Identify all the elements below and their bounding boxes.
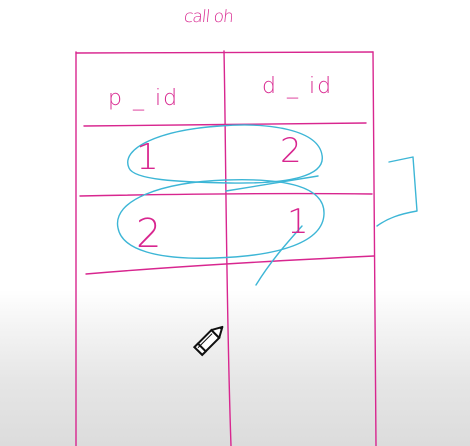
highlight-tail-stroke <box>255 225 303 286</box>
side-bracket <box>376 156 418 227</box>
table-cell-row1-p-id: 1 <box>136 137 159 178</box>
pencil-icon <box>193 325 224 357</box>
table-cell-row1-d-id: 2 <box>280 131 302 171</box>
column-header-d-id: d _ id <box>262 74 334 99</box>
table-title: call oh <box>183 7 234 27</box>
highlight-loop-row-2 <box>116 179 325 259</box>
highlight-crossing-stroke <box>225 175 319 192</box>
header-separator <box>83 122 367 127</box>
column-header-p-id: p _ id <box>108 86 180 111</box>
table-cell-row2-p-id: 2 <box>136 211 162 257</box>
table-cell-row2-d-id: 1 <box>287 202 309 242</box>
row-separator-1 <box>79 192 373 197</box>
highlight-loop-row-1 <box>127 124 323 184</box>
row-separator-2 <box>85 255 375 275</box>
column-divider <box>223 50 232 446</box>
table-right-border <box>372 51 377 446</box>
